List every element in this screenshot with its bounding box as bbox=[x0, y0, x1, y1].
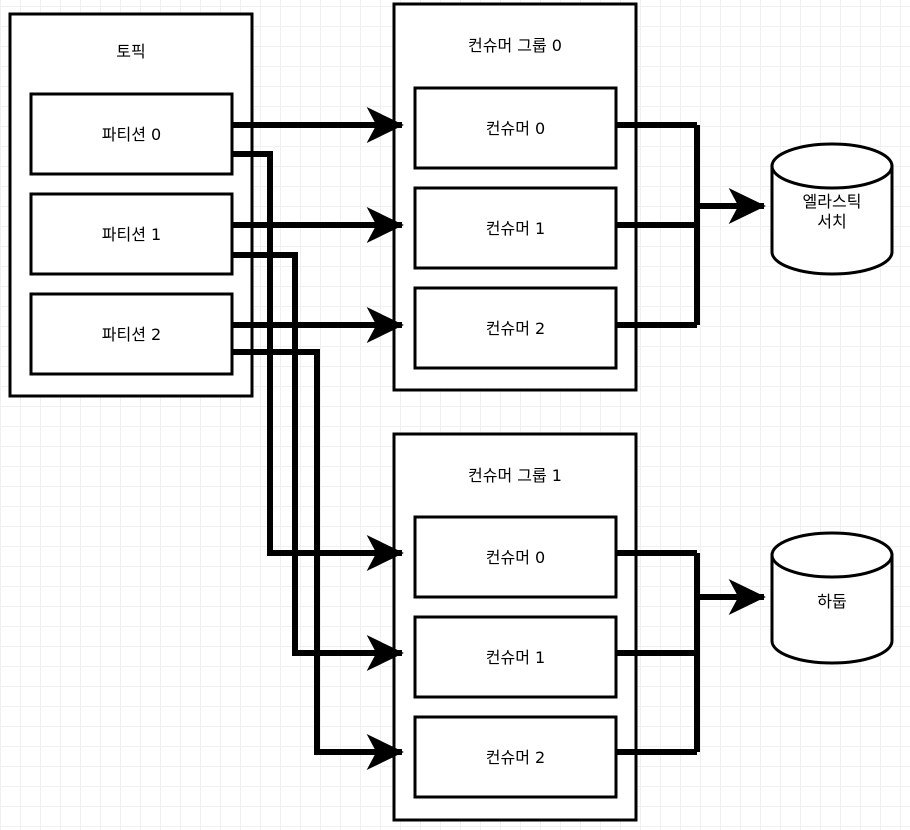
consumer-box-g1-c0[interactable] bbox=[413, 515, 618, 599]
consumer-box-g1-c1[interactable] bbox=[413, 615, 618, 699]
edge-partition1-to-g1c1 bbox=[232, 252, 404, 671]
consumer-box-g1-c2[interactable] bbox=[413, 715, 618, 799]
cylinder-body-elasticsearch bbox=[770, 164, 894, 276]
cylinder-body-hadoop bbox=[770, 553, 894, 665]
datastore-elasticsearch[interactable] bbox=[770, 142, 894, 276]
consumer-box-g0-c1[interactable] bbox=[413, 186, 618, 270]
partition-box-1[interactable] bbox=[29, 192, 234, 276]
cylinder-top-elasticsearch bbox=[770, 142, 894, 190]
datastore-hadoop[interactable] bbox=[770, 531, 894, 665]
partition-box-2[interactable] bbox=[29, 292, 234, 376]
partition-box-0[interactable] bbox=[29, 92, 234, 176]
consumer-box-g0-c0[interactable] bbox=[413, 86, 618, 170]
edge-partition2-to-g1c2 bbox=[232, 349, 404, 770]
consumer-box-g0-c2[interactable] bbox=[413, 286, 618, 370]
cylinder-top-hadoop bbox=[770, 531, 894, 579]
